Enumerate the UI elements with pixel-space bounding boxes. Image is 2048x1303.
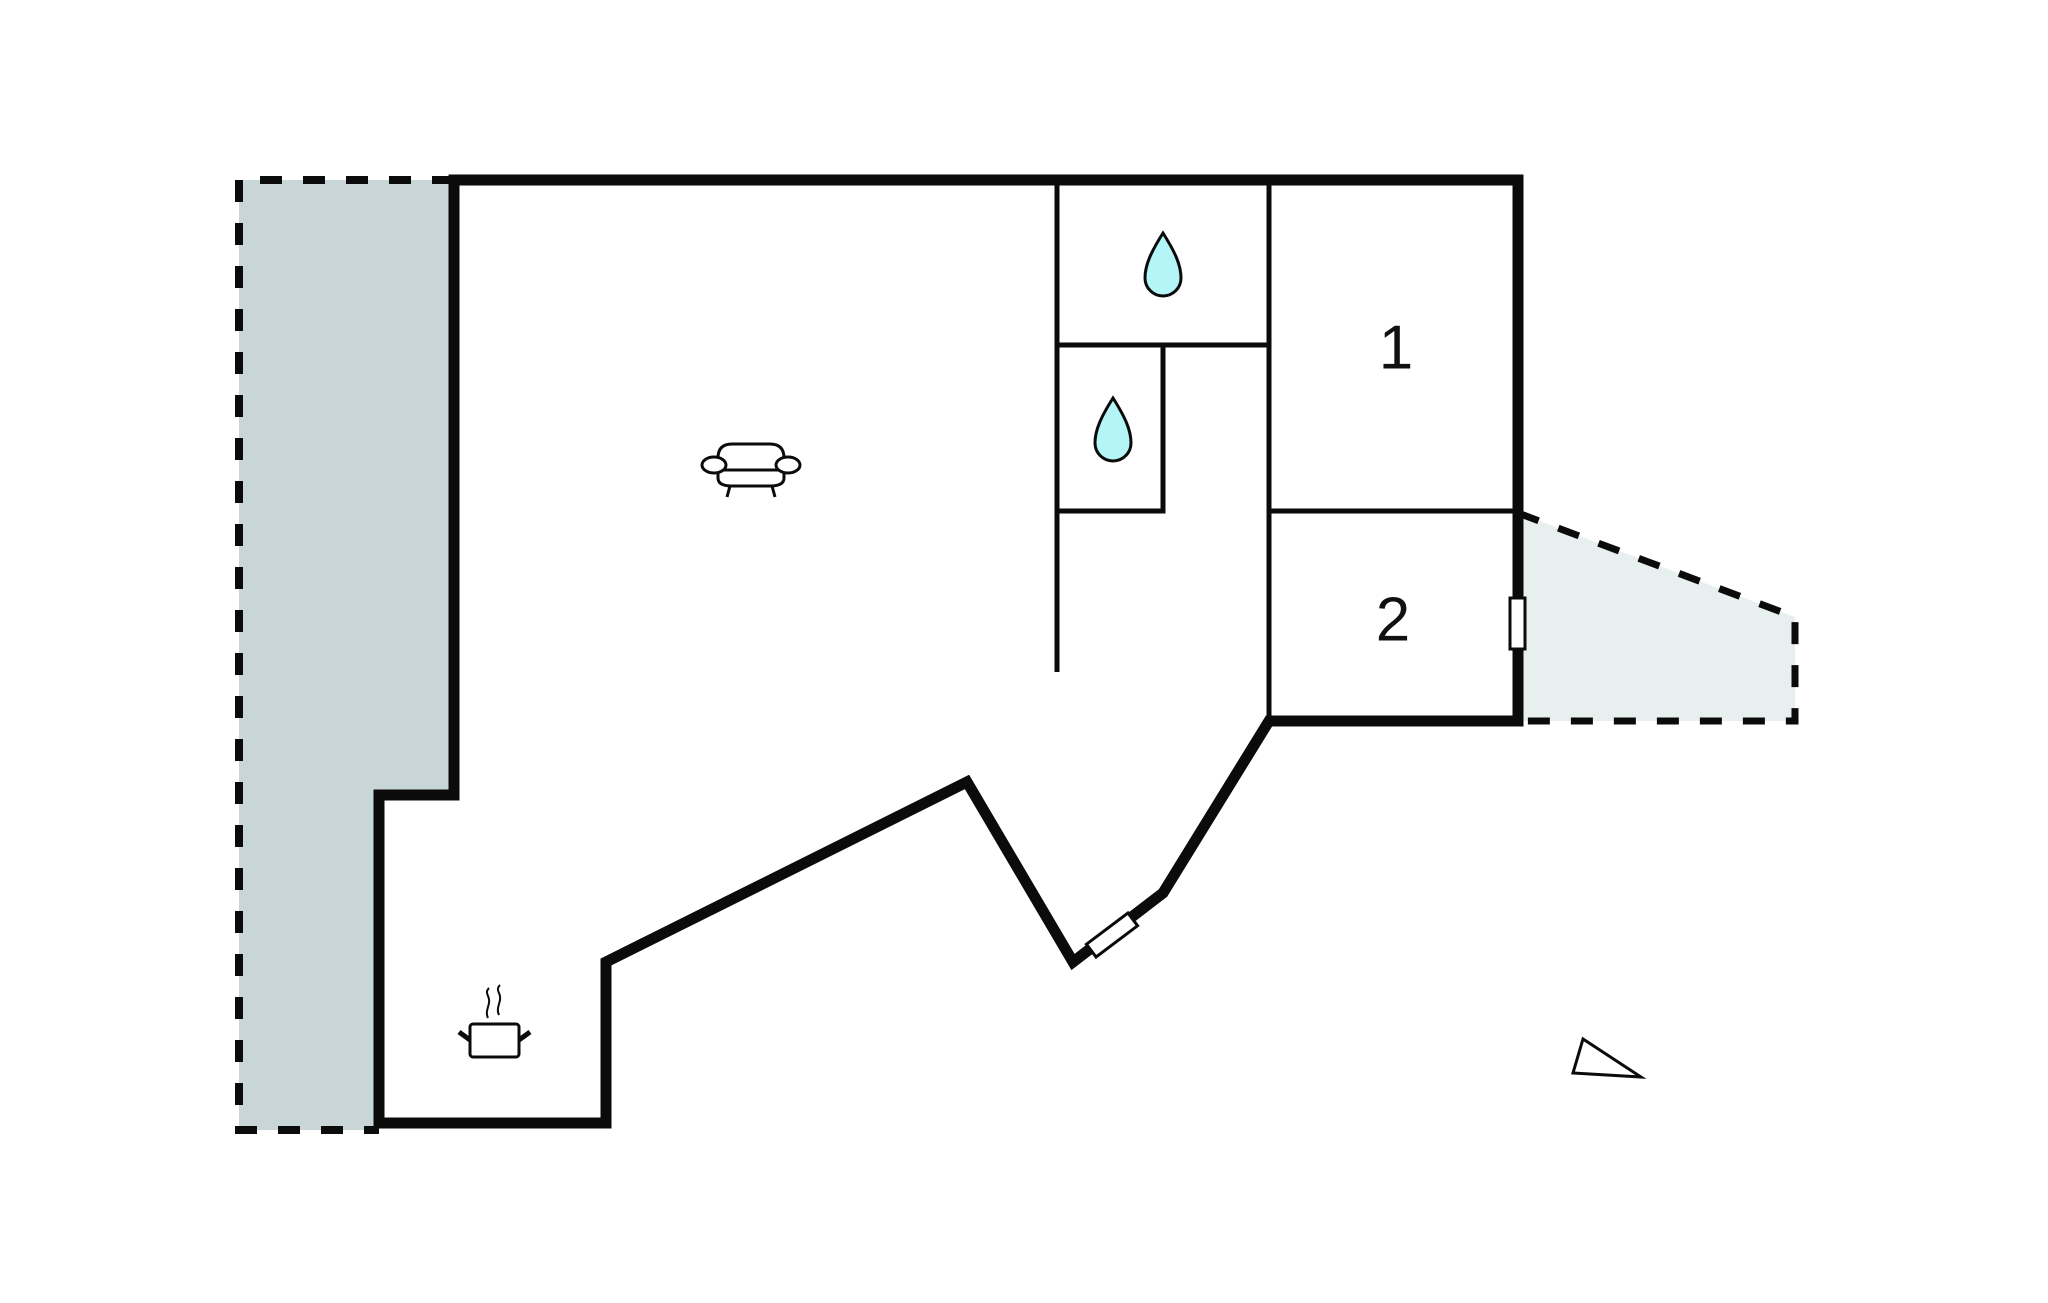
- window-right: [1508, 596, 1527, 651]
- terrace-right-outline: [1516, 509, 1799, 725]
- interior-walls: [1054, 180, 1518, 721]
- water-drop-icon: [1093, 395, 1133, 463]
- compass-triangle-icon: [1571, 1036, 1647, 1079]
- exterior-wall: [373, 174, 1524, 1129]
- window-bottom: [1084, 910, 1140, 960]
- room-label-1: 1: [1379, 314, 1413, 383]
- terrace-right: [1518, 513, 1795, 721]
- cooking-pot-icon: [457, 984, 532, 1059]
- room-label-2: 2: [1376, 586, 1410, 655]
- terrace-left: [239, 180, 454, 1130]
- water-drop-icon: [1143, 230, 1183, 298]
- sofa-icon: [700, 442, 802, 498]
- terrace-left-outline: [235, 176, 454, 1134]
